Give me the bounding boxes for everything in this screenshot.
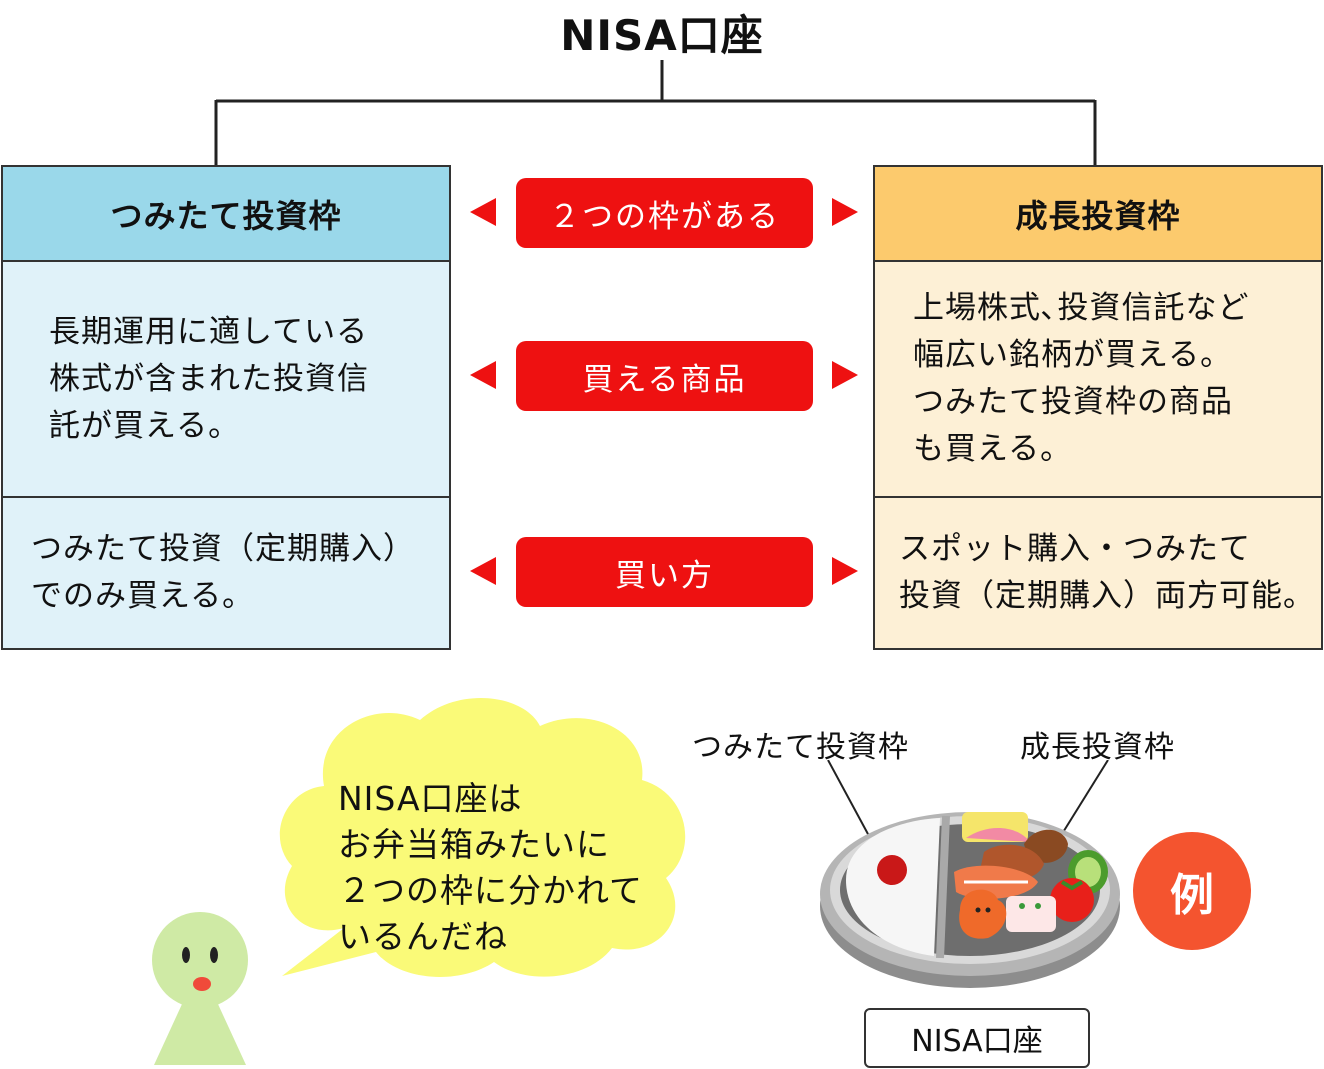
example-badge: 例 <box>1133 832 1251 950</box>
character-icon <box>152 912 248 1065</box>
bento-caption-box: NISA口座 <box>864 1008 1090 1068</box>
right-arrow-icon <box>832 361 858 389</box>
growth-column: 成長投資枠 上場株式､投資信託など 幅広い銘柄が買える。 つみたて投資枠の商品 … <box>873 165 1323 650</box>
tsumitate-column: つみたて投資枠 長期運用に適している 株式が含まれた投資信 託が買える。 つみた… <box>1 165 451 650</box>
growth-products-cell: 上場株式､投資信託など 幅広い銘柄が買える。 つみたて投資枠の商品 も買える。 <box>875 262 1321 498</box>
two-frames-label: ２つの枠がある <box>516 178 813 248</box>
left-arrow-icon <box>470 361 496 389</box>
right-arrow-icon <box>832 198 858 226</box>
bento-box-icon <box>820 760 1120 988</box>
tsumitate-products-cell: 長期運用に適している 株式が含まれた投資信 託が買える。 <box>3 262 449 498</box>
right-arrow-icon <box>832 557 858 585</box>
diagram-title: NISA口座 <box>560 11 764 60</box>
tsumitate-buy-method-text: つみたて投資（定期購入） でのみ買える。 <box>31 531 415 614</box>
growth-header-cell: 成長投資枠 <box>875 167 1321 262</box>
speech-cloud-icon <box>279 697 686 977</box>
tsumitate-header-cell: つみたて投資枠 <box>3 167 449 262</box>
growth-buy-method-cell: スポット購入・つみたて 投資（定期購入）両方可能。 <box>875 498 1321 648</box>
growth-products-text: 上場株式､投資信託など 幅広い銘柄が買える。 つみたて投資枠の商品 も買える。 <box>913 290 1250 467</box>
growth-buy-method-text: スポット購入・つみたて 投資（定期購入）両方可能。 <box>899 531 1315 614</box>
buy-method-label: 買い方 <box>516 537 813 607</box>
tsumitate-products-text: 長期運用に適している 株式が含まれた投資信 託が買える。 <box>49 313 369 444</box>
tsumitate-header: つみたて投資枠 <box>110 196 342 235</box>
left-arrow-icon <box>470 557 496 585</box>
bento-tsumitate-label: つみたて投資枠 <box>692 730 909 765</box>
bento-growth-label: 成長投資枠 <box>1020 730 1175 765</box>
products-label: 買える商品 <box>516 341 813 411</box>
growth-header: 成長投資枠 <box>1015 196 1181 235</box>
left-arrow-icon <box>470 198 496 226</box>
tree-connector-lines <box>214 60 1097 166</box>
tsumitate-buy-method-cell: つみたて投資（定期購入） でのみ買える。 <box>3 498 449 648</box>
speech-text: NISA口座は お弁当箱みたいに ２つの枠に分かれて いるんだね <box>338 779 644 956</box>
